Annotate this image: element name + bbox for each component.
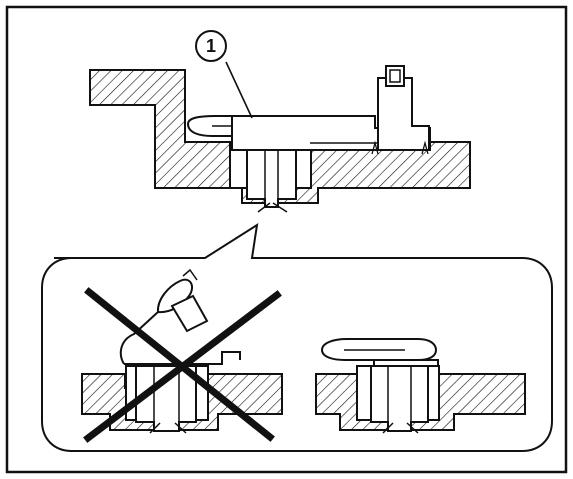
callout-leader-line xyxy=(225,61,253,119)
callout-number: 1 xyxy=(205,36,216,56)
panel-section xyxy=(89,69,471,204)
error-cross-line-2 xyxy=(83,290,282,443)
outer-frame xyxy=(5,5,568,474)
correct-install-example xyxy=(315,338,526,434)
connector-head xyxy=(385,65,405,87)
callout-number-badge: 1 xyxy=(195,30,227,62)
incorrect-install-example xyxy=(81,268,283,443)
top-assembly xyxy=(89,61,471,213)
push-clip-body xyxy=(246,149,297,208)
connector-post xyxy=(377,77,430,151)
